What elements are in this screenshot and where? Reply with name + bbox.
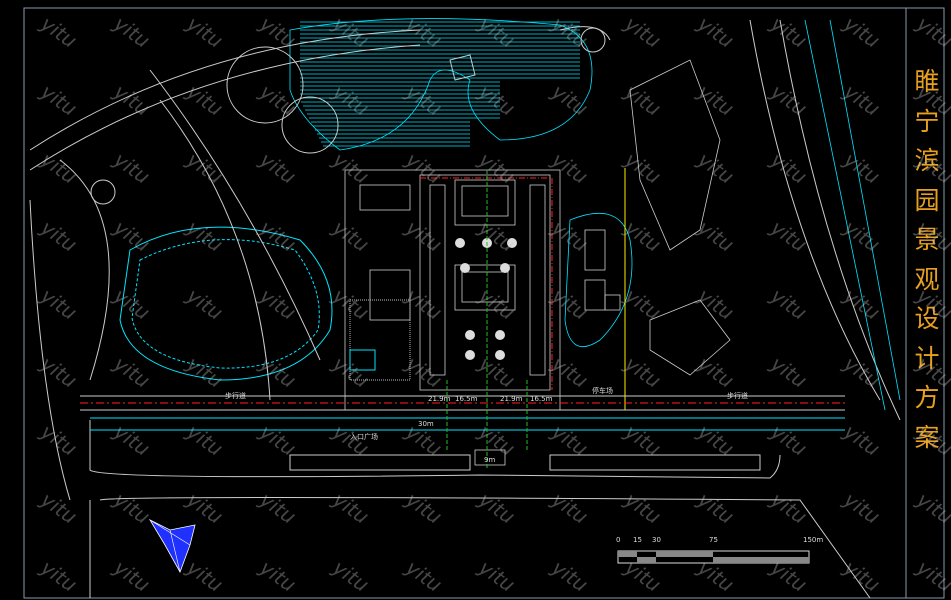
title-char: 睢 [914, 67, 940, 96]
pond [349, 349, 376, 371]
dim-gate: 9m [484, 456, 496, 464]
title-char: 滨 [914, 146, 940, 175]
dim-4: 16.5m [530, 395, 553, 403]
east-buildings [564, 59, 731, 376]
west-lake [119, 226, 333, 381]
title-char: 方 [914, 383, 940, 412]
paths [29, 19, 901, 599]
label-walkway-left: 步行道 [225, 392, 246, 400]
main-road [80, 395, 845, 431]
scale-tick-30: 30 [652, 536, 661, 544]
lake-hatch [289, 18, 593, 151]
dim-3: 21.9m [500, 395, 523, 403]
scale-tick-150: 150m [803, 536, 824, 544]
title-char: 观 [914, 264, 940, 294]
dim-road: 30m [418, 420, 434, 428]
label-parking: 停车场 [592, 387, 613, 395]
label-entrance: 入口广场 [350, 433, 378, 441]
scale-tick-0: 0 [616, 536, 621, 544]
axis-lines [446, 170, 528, 470]
east-strips [804, 19, 901, 411]
trees [455, 238, 517, 360]
dim-1: 21.9m [428, 395, 451, 403]
scale-bar [617, 550, 810, 564]
title-char: 宁 [914, 106, 940, 136]
title-char: 案 [914, 422, 940, 452]
title-char: 园 [914, 185, 940, 215]
label-walkway-right: 步行道 [727, 392, 748, 400]
scale-tick-75: 75 [709, 536, 718, 544]
yellow-boundary [340, 168, 626, 411]
main-plaza [344, 169, 561, 466]
garden [349, 299, 411, 381]
scale-tick-15: 15 [633, 536, 642, 544]
drawing-title: 睢宁滨园景观设计方案 [912, 62, 942, 457]
dim-2: 16.5m [455, 395, 478, 403]
drawing-frame [23, 7, 945, 599]
title-char: 计 [914, 343, 940, 373]
title-char: 设 [914, 304, 940, 333]
red-line [420, 177, 553, 390]
title-char: 景 [914, 225, 940, 254]
north-arrow-icon [148, 519, 196, 573]
